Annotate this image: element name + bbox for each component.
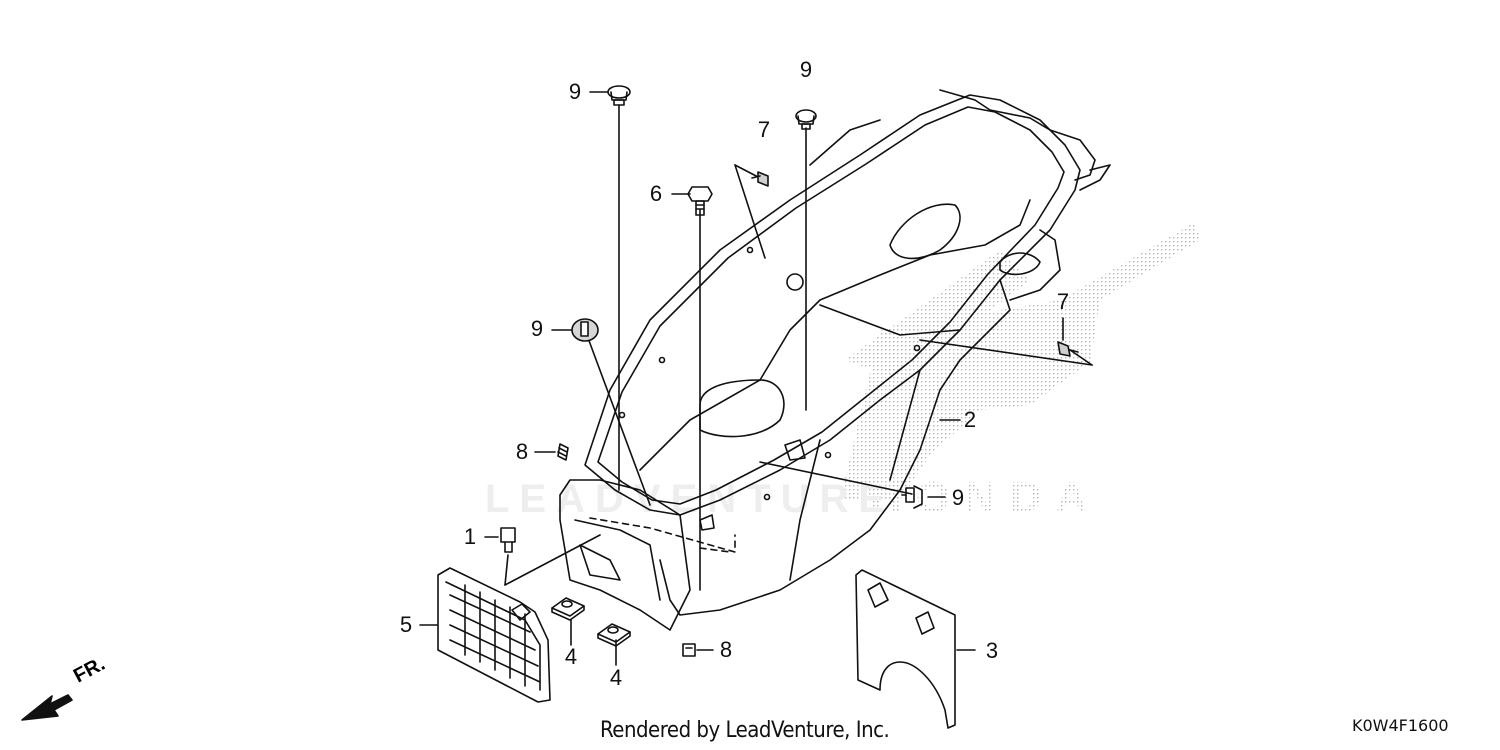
- grommet-9-left: [571, 318, 599, 342]
- nut-4-right: [597, 623, 631, 647]
- callout-9[interactable]: 9: [568, 79, 582, 104]
- callout-5[interactable]: 5: [399, 612, 413, 637]
- leader-lines: [419, 91, 1093, 666]
- callout-8[interactable]: 8: [515, 439, 529, 464]
- callout-4[interactable]: 4: [564, 644, 578, 669]
- clip-8-left: [557, 443, 569, 461]
- clip-8-bottom: [682, 643, 696, 657]
- bolt-6: [687, 186, 713, 216]
- callout-7[interactable]: 7: [1056, 289, 1070, 314]
- callout-7[interactable]: 7: [757, 117, 771, 142]
- nut-1: [500, 527, 516, 553]
- leadventure-watermark-text: LEADVENTURE: [485, 477, 895, 521]
- panel-3: [855, 569, 956, 729]
- callout-8[interactable]: 8: [719, 637, 733, 662]
- callout-9[interactable]: 9: [799, 57, 813, 82]
- screw-7-top: [751, 171, 769, 187]
- honda-wing-watermark: HONDA LEADVENTURE: [485, 222, 1200, 522]
- render-credit: Rendered by LeadVenture, Inc.: [600, 718, 890, 743]
- callout-6[interactable]: 6: [649, 181, 663, 206]
- callout-9[interactable]: 9: [951, 485, 965, 510]
- clip-9-right: [901, 485, 923, 509]
- clip-9-top-left: [607, 85, 631, 106]
- callout-9[interactable]: 9: [530, 316, 544, 341]
- clip-9-top: [795, 109, 817, 130]
- grille-5: [437, 567, 551, 703]
- callout-2[interactable]: 2: [963, 407, 977, 432]
- screw-7-right: [1057, 341, 1079, 357]
- diagram-code: K0W4F1600: [1352, 716, 1449, 735]
- callout-4[interactable]: 4: [609, 665, 623, 690]
- front-arrow-icon: [21, 694, 73, 721]
- callout-3[interactable]: 3: [985, 638, 999, 663]
- luggage-box: [559, 89, 1111, 631]
- callout-1[interactable]: 1: [463, 524, 477, 549]
- nut-4-left: [551, 597, 585, 621]
